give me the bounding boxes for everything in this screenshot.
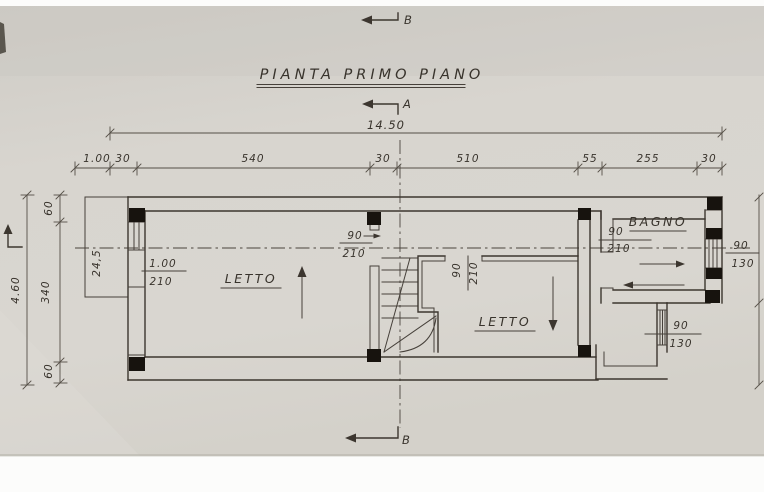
pillar-sw [129, 357, 145, 371]
balcony-outline: 24,5 [84, 196, 129, 298]
section-arrow-b-bottom: B [345, 426, 410, 447]
svg-text:210: 210 [149, 276, 172, 288]
dim-label-overall-width: 14.50 [367, 118, 405, 132]
svg-text:90: 90 [347, 230, 362, 242]
pillar-center-top [367, 212, 381, 225]
section-label-a: A [402, 97, 411, 111]
arrow-down-letto-right [548, 320, 558, 331]
label-door-hall: 90 210 [451, 255, 480, 291]
dim-seg-3: 30 [375, 153, 390, 165]
dim-seg-5: 55 [582, 153, 597, 165]
dim-top-segments: 1.00 30 540 30 510 55 255 30 [70, 153, 727, 176]
room-label-bagno: BAGNO [629, 214, 688, 229]
dim-label-balcony: 24,5 [91, 249, 103, 276]
svg-text:90: 90 [451, 262, 463, 277]
left-wall-panel [127, 286, 146, 356]
bagno-south-wall [612, 289, 711, 304]
bottom-right-step [595, 344, 668, 380]
dim-seg-1: 30 [115, 153, 130, 165]
pillar-ne [707, 197, 722, 210]
door-stair-arrow [373, 233, 381, 239]
section-arrow-a-left [3, 224, 23, 248]
label-window-left: 1.00 210 [141, 258, 187, 288]
svg-text:210: 210 [342, 248, 365, 260]
room-arrows [297, 260, 685, 331]
dim-seg-2: 540 [241, 153, 264, 165]
hall-partition [417, 255, 579, 353]
pillar-east-bottom [578, 345, 591, 357]
dim-overall-height: 4.60 [10, 190, 35, 390]
label-door-stair: 90 210 [339, 230, 381, 260]
wall-east-letto [577, 219, 591, 346]
svg-text:130: 130 [669, 338, 692, 350]
svg-text:130: 130 [731, 258, 754, 270]
staircase [381, 257, 437, 353]
svg-text:90: 90 [733, 240, 748, 252]
section-arrow-b-top: B [361, 12, 412, 27]
paper-bottom-edge [0, 454, 764, 457]
arrow-left-bagno [623, 281, 633, 289]
svg-text:90: 90 [673, 320, 688, 332]
window-right-block-top [706, 228, 722, 239]
dim-seg-6: 255 [636, 153, 659, 165]
page-title: PIANTA PRIMO PIANO [260, 67, 485, 83]
window-right-block-bottom [706, 268, 722, 279]
label-window-south: 90 130 [644, 320, 702, 350]
pillar-se [705, 290, 720, 303]
arrow-up-letto-left [297, 266, 307, 277]
label-window-right: 90 130 [725, 240, 760, 270]
pillar-nw [129, 208, 145, 222]
dim-top-ticks [70, 161, 727, 176]
paper-highlight [0, 310, 140, 456]
label-door-bagno: 90 210 [598, 226, 652, 255]
room-labels: LETTO LETTO BAGNO [220, 214, 688, 332]
window-right [704, 228, 723, 279]
dim-seg-0: 1.00 [83, 153, 110, 165]
dim-label-overall-height: 4.60 [10, 276, 22, 303]
dim-right-edge [754, 192, 764, 390]
pillar-center-bottom [367, 349, 381, 362]
drawing-title: PIANTA PRIMO PIANO [256, 67, 485, 88]
stair-winder-line [383, 315, 437, 353]
pillars [129, 197, 722, 371]
svg-text:210: 210 [468, 261, 480, 284]
section-arrow-a: A [362, 97, 411, 115]
section-label-b-top: B [404, 13, 412, 27]
svg-text:1.00: 1.00 [149, 258, 176, 270]
dim-vseg-1: 340 [40, 280, 52, 303]
dim-overall-width: 14.50 [105, 118, 727, 141]
dim-left-segments: 60 340 60 [40, 190, 68, 388]
room-label-letto-right: LETTO [479, 314, 531, 329]
svg-text:90: 90 [608, 226, 623, 238]
stair-landing-curve [399, 317, 437, 353]
paper-top-shade [0, 6, 764, 76]
dim-seg-4: 510 [456, 153, 479, 165]
dim-vseg-2: 60 [43, 363, 55, 378]
dim-seg-7: 30 [701, 153, 716, 165]
bagno-west-wall [600, 210, 614, 304]
dim-vseg-0: 60 [43, 200, 55, 215]
room-label-letto-left: LETTO [225, 271, 277, 286]
stair-west-wall [369, 224, 380, 350]
stair-direction-line [383, 257, 411, 353]
svg-text:210: 210 [607, 243, 630, 255]
photo-corner-sliver [0, 22, 6, 54]
arrow-right-bagno [676, 260, 685, 268]
opening-labels: 1.00 210 90 210 90 210 90 210 90 130 90 [141, 226, 760, 350]
pillar-east-top [578, 208, 591, 220]
section-label-b-bottom: B [402, 433, 410, 447]
